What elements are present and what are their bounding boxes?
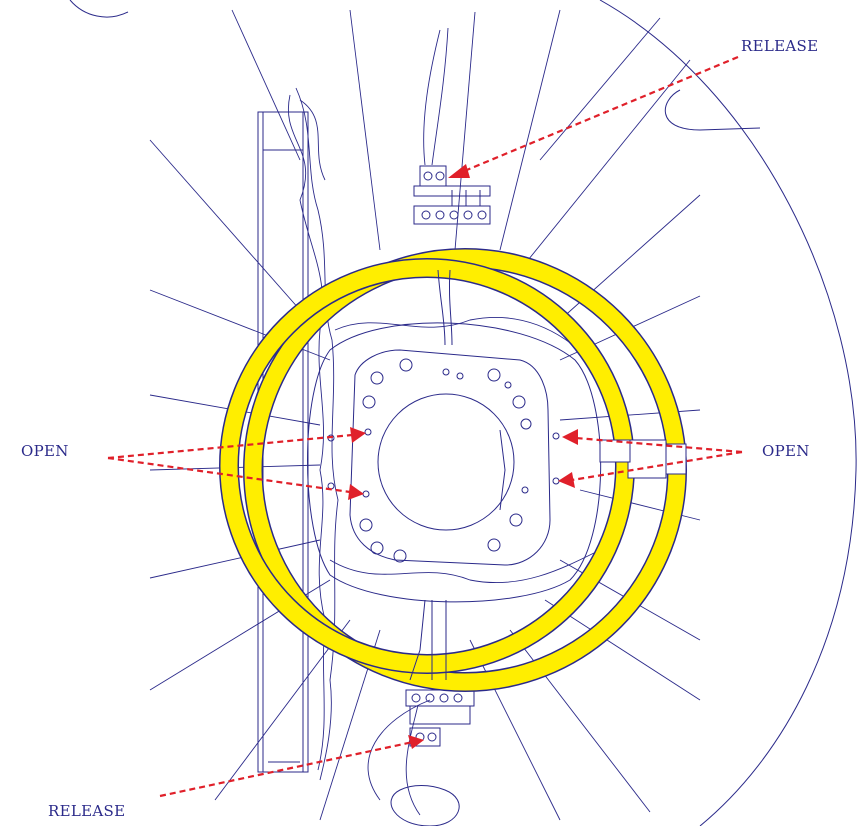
hub-bolt-holes [359, 358, 532, 563]
arrow-open-left-1 [107, 433, 353, 460]
arrow-release-bottom [159, 740, 414, 798]
arrow-open-left-2 [107, 456, 351, 494]
open-left-label: OPEN [21, 442, 69, 460]
arrowhead-release-top [448, 164, 470, 178]
arrowhead-release-bottom [408, 735, 424, 749]
corner-circle-fragment [69, 0, 129, 18]
vertical-link-top [437, 269, 453, 346]
outer-rim-arc [599, 0, 857, 826]
arrowhead-open-left-1 [350, 427, 366, 443]
arrow-open-right-2 [571, 450, 743, 482]
hub-plate [307, 322, 602, 603]
arrowhead-open-left-2 [348, 484, 364, 500]
top-connector-block [413, 165, 491, 225]
release-bottom-label: RELEASE [48, 802, 126, 820]
arrowhead-open-right-2 [558, 472, 575, 488]
inner-rim-arc [664, 89, 761, 131]
hub-center-bore [377, 393, 515, 531]
arrow-open-right-1 [575, 436, 743, 454]
arrowhead-open-right-1 [562, 429, 578, 445]
bottom-cable-loop [390, 785, 460, 826]
release-top-label: RELEASE [741, 37, 819, 55]
right-clamp [599, 439, 687, 479]
arrow-release-top [461, 55, 739, 174]
open-right-label: OPEN [762, 442, 810, 460]
vertical-link-bottom [409, 599, 447, 681]
